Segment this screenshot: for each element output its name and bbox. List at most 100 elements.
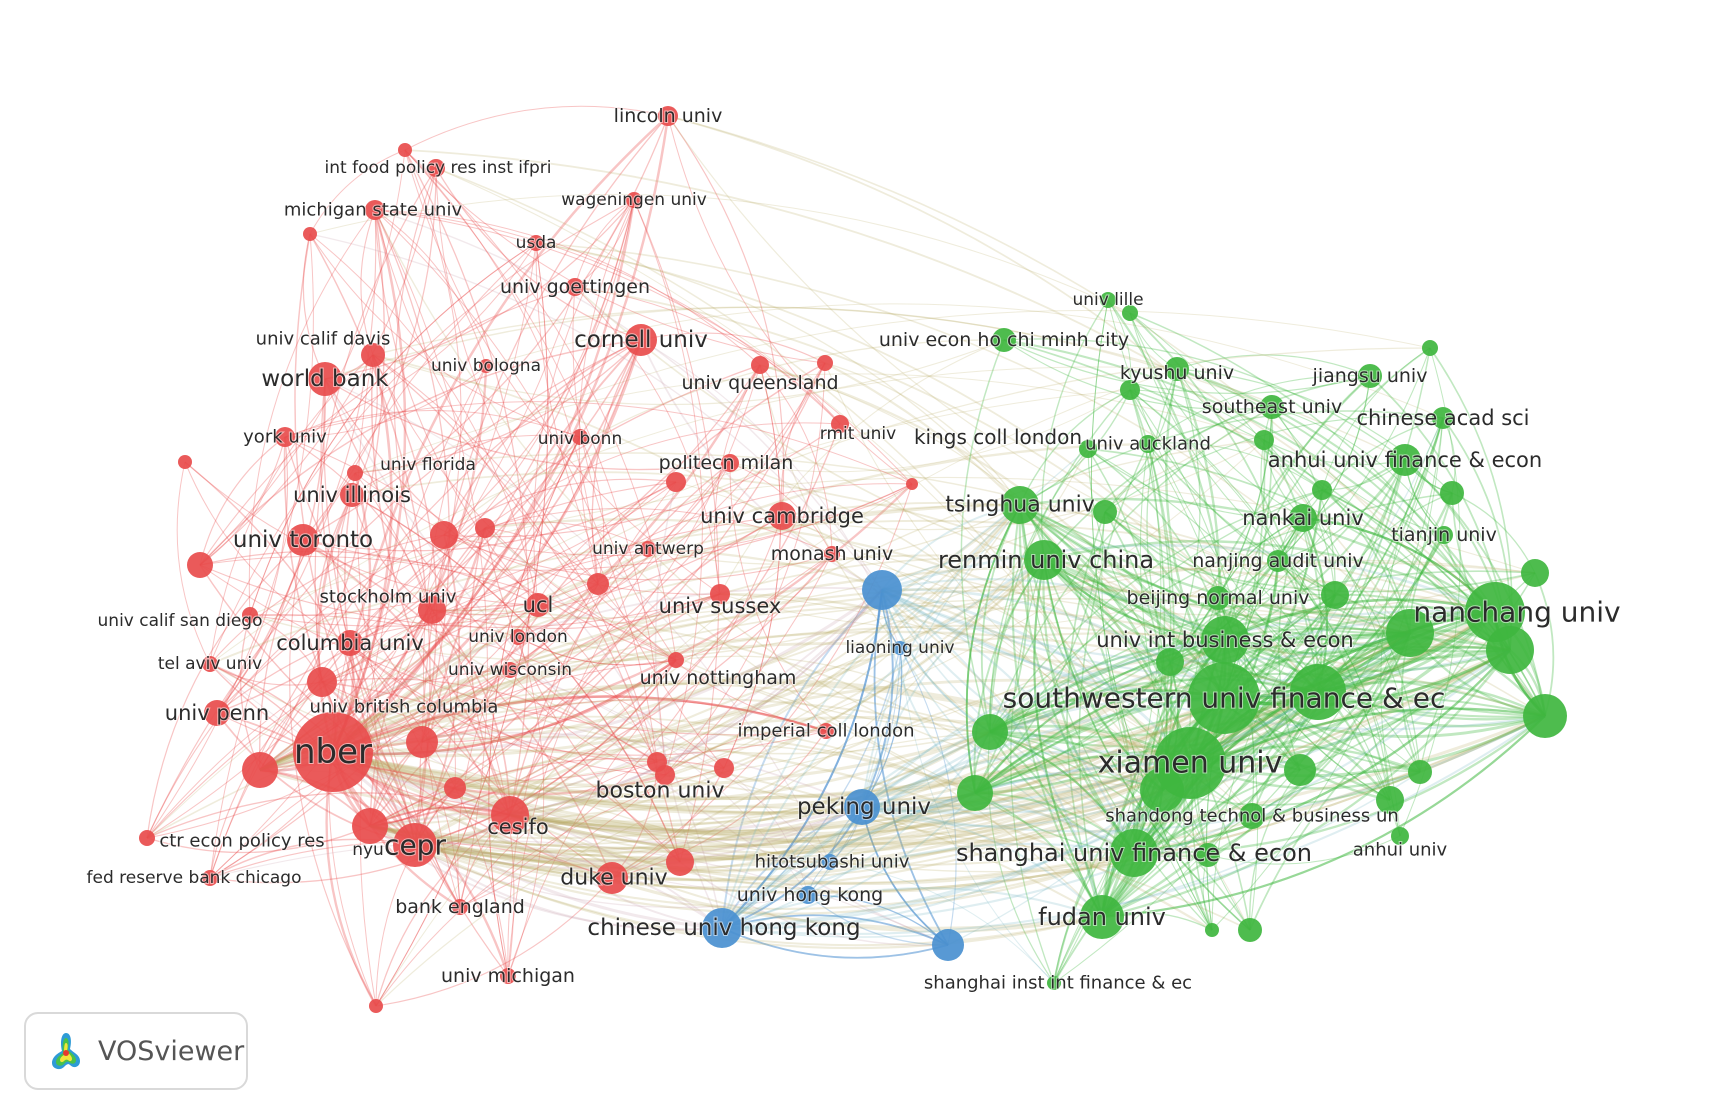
network-node[interactable] (799, 886, 817, 904)
network-node[interactable] (242, 607, 258, 623)
network-node[interactable] (1260, 395, 1284, 419)
node-label[interactable]: columbia univ (275, 630, 425, 656)
node-label[interactable]: univ int business & econ (1095, 627, 1355, 653)
node-label[interactable]: wageningen univ (560, 189, 708, 211)
node-label[interactable]: int food policy res inst ifpri (324, 157, 553, 179)
network-node[interactable] (862, 570, 902, 610)
network-node[interactable] (824, 546, 840, 562)
node-label[interactable]: shanghai inst int finance & ec (923, 972, 1193, 995)
network-node[interactable] (1435, 526, 1453, 544)
network-node[interactable] (491, 796, 529, 834)
node-label[interactable]: univ penn (164, 700, 270, 726)
node-label[interactable]: southeast univ (1201, 395, 1343, 419)
node-label[interactable]: nyu (351, 839, 385, 861)
network-node[interactable] (1521, 559, 1549, 587)
network-node[interactable] (1267, 550, 1289, 572)
network-node[interactable] (1312, 480, 1332, 500)
network-node[interactable] (430, 521, 458, 549)
node-label[interactable]: anhui univ (1352, 839, 1449, 862)
network-node[interactable] (1290, 664, 1346, 720)
node-label[interactable]: univ bonn (537, 428, 623, 450)
network-node[interactable] (666, 472, 686, 492)
network-node[interactable] (242, 752, 278, 788)
network-node[interactable] (361, 343, 385, 367)
network-node[interactable] (1432, 407, 1454, 429)
node-label[interactable]: xiamen univ (1097, 745, 1284, 782)
network-node[interactable] (1165, 357, 1189, 381)
network-node[interactable] (1254, 430, 1274, 450)
network-node[interactable] (1239, 803, 1265, 829)
node-label[interactable]: fudan univ (1037, 902, 1167, 932)
network-node[interactable] (1201, 616, 1249, 664)
node-label[interactable]: tsinghua univ (944, 492, 1096, 519)
network-node[interactable] (906, 478, 918, 490)
network-node[interactable] (822, 854, 838, 870)
node-label[interactable]: nber (293, 731, 373, 773)
node-label[interactable]: chinese acad sci (1355, 405, 1530, 431)
node-label[interactable]: stockholm univ (319, 586, 458, 609)
network-node[interactable] (526, 593, 550, 617)
node-label[interactable]: cepr (383, 828, 447, 863)
network-node[interactable] (1110, 829, 1158, 877)
network-node[interactable] (572, 429, 588, 445)
network-node[interactable] (1156, 648, 1184, 676)
network-node[interactable] (831, 415, 849, 433)
network-node[interactable] (187, 552, 213, 578)
node-label[interactable]: imperial coll london (736, 720, 915, 743)
node-label[interactable]: univ london (467, 626, 569, 648)
node-label[interactable]: univ antwerp (591, 538, 705, 560)
network-node[interactable] (1139, 435, 1157, 453)
node-label[interactable]: nankai univ (1241, 505, 1365, 531)
network-node[interactable] (307, 667, 337, 697)
network-node[interactable] (957, 775, 993, 811)
network-node[interactable] (1196, 843, 1220, 867)
network-node[interactable] (932, 929, 964, 961)
network-node[interactable] (303, 227, 317, 241)
network-node[interactable] (1321, 581, 1349, 609)
node-label[interactable]: cornell univ (573, 326, 709, 354)
network-node[interactable] (893, 641, 907, 655)
network-node[interactable] (427, 159, 445, 177)
network-node[interactable] (1100, 292, 1116, 308)
network-node[interactable] (1093, 500, 1117, 524)
network-node[interactable] (139, 830, 155, 846)
network-node[interactable] (1140, 768, 1184, 812)
network-node[interactable] (528, 235, 544, 251)
network-node[interactable] (1001, 486, 1039, 524)
node-label[interactable]: univ toronto (232, 526, 374, 554)
node-label[interactable]: peking univ (796, 793, 932, 821)
network-node[interactable] (452, 899, 468, 915)
network-node[interactable] (340, 483, 364, 507)
network-node[interactable] (647, 752, 667, 772)
node-label[interactable]: duke univ (559, 865, 668, 892)
network-node[interactable] (1358, 364, 1382, 388)
network-node[interactable] (202, 870, 218, 886)
network-node[interactable] (625, 324, 657, 356)
network-node[interactable] (1122, 305, 1138, 321)
node-label[interactable]: univ goettingen (499, 275, 651, 299)
network-node[interactable] (352, 808, 388, 844)
network-node[interactable] (658, 106, 678, 126)
node-label[interactable]: tianjin univ (1390, 523, 1498, 547)
network-node[interactable] (398, 143, 412, 157)
network-node[interactable] (1284, 754, 1316, 786)
network-node[interactable] (1391, 827, 1409, 845)
network-node[interactable] (1188, 662, 1260, 734)
network-node[interactable] (587, 573, 609, 595)
network-node[interactable] (475, 518, 495, 538)
network-node[interactable] (640, 541, 656, 557)
network-node[interactable] (337, 630, 363, 656)
node-label[interactable]: renmin univ china (937, 545, 1155, 575)
network-node[interactable] (710, 584, 730, 604)
network-node[interactable] (479, 359, 493, 373)
network-node[interactable] (1289, 504, 1317, 532)
node-label[interactable]: shanghai univ finance & econ (955, 838, 1313, 868)
node-label[interactable]: univ bologna (430, 355, 542, 377)
network-node[interactable] (1120, 380, 1140, 400)
node-label[interactable]: fed reserve bank chicago (86, 867, 303, 889)
node-label[interactable]: tel aviv univ (157, 653, 263, 675)
node-label[interactable]: kings coll london (913, 424, 1083, 450)
node-label[interactable]: cesifo (486, 814, 549, 840)
node-label[interactable]: jiangsu univ (1311, 364, 1429, 388)
